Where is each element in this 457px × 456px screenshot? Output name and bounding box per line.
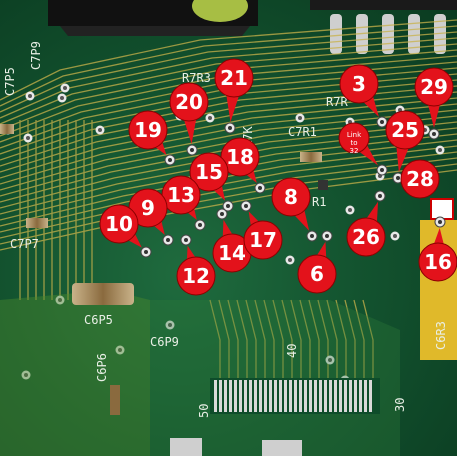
pin-marker-label: 32 — [350, 147, 359, 155]
pin-marker-19: 19 — [128, 110, 176, 166]
silk-r7r3: R7R3 — [182, 71, 211, 85]
pin-marker-label: 9 — [141, 196, 155, 220]
silk-r1: R1 — [312, 195, 326, 209]
pad-16 — [430, 198, 454, 220]
capacitor-c6p5 — [72, 283, 134, 305]
pin-marker-label: 14 — [218, 241, 246, 265]
pin-marker-label: 15 — [195, 160, 223, 184]
via — [60, 83, 70, 93]
silk-c6r3: C6R3 — [434, 321, 448, 350]
via — [25, 91, 35, 101]
pin-marker-label: 16 — [424, 250, 452, 274]
silk-c6p6: C6P6 — [95, 353, 109, 382]
silk-c7p7: C7P7 — [10, 237, 39, 251]
pin-marker-label: 29 — [420, 75, 448, 99]
silk-n50: 50 — [197, 404, 211, 418]
pin-marker-label: to — [350, 139, 357, 147]
pin-marker-3: 3 — [339, 64, 388, 128]
pin-marker-label: 21 — [220, 66, 248, 90]
pin-marker-9: 9 — [128, 188, 174, 246]
pin-marker-label: 6 — [310, 262, 324, 286]
pin-marker-label: Link — [347, 131, 362, 139]
pin-marker-12: 12 — [176, 234, 216, 296]
pin-marker-10: 10 — [99, 204, 152, 258]
via — [345, 205, 355, 215]
silk-n30: 30 — [393, 398, 407, 412]
pin-marker-label: 8 — [284, 185, 298, 209]
pin-marker-label: 17 — [249, 228, 277, 252]
pin-marker-label: 10 — [105, 212, 133, 236]
via — [295, 113, 305, 123]
pin-marker-label: 28 — [406, 167, 434, 191]
pin-marker-20: 20 — [169, 82, 209, 156]
pin-marker-18: 18 — [220, 137, 266, 194]
pin-marker-26: 26 — [346, 190, 386, 257]
via — [390, 231, 400, 241]
resistor-c7p7 — [26, 218, 48, 228]
pcb-vias — [3, 83, 445, 385]
silk-c7p9: C7P9 — [29, 41, 43, 70]
via — [325, 355, 335, 365]
pin-marker-label: 13 — [167, 183, 195, 207]
pin-marker-label: 20 — [175, 90, 203, 114]
via — [95, 125, 105, 135]
via — [55, 295, 65, 305]
via — [57, 93, 67, 103]
pin-marker-label: 26 — [352, 225, 380, 249]
pin-marker-28: 28 — [400, 159, 440, 199]
via — [165, 320, 175, 330]
pin-marker-8: 8 — [271, 177, 318, 242]
resistor-c7r1 — [300, 152, 322, 162]
pin-marker-6: 6 — [297, 230, 337, 294]
via — [285, 255, 295, 265]
pin-marker-14: 14 — [212, 208, 252, 273]
pin-marker-21: 21 — [214, 58, 254, 134]
pin-markers: 212019181513910121417863Linkto3225292826… — [99, 58, 457, 296]
pin-marker-15: 15 — [189, 152, 234, 212]
pin-marker-label: 19 — [134, 118, 162, 142]
silk-c6p5: C6P5 — [84, 313, 113, 327]
pin-marker-25: 25 — [385, 110, 425, 184]
pin-marker-29: 29 — [414, 67, 454, 140]
pin-marker-label: 3 — [352, 72, 366, 96]
via — [435, 145, 445, 155]
silk-r7r: R7R — [326, 95, 348, 109]
silk-c6p9: C6P9 — [150, 335, 179, 349]
ic-footprint — [170, 378, 380, 456]
pin-marker-16: 16 — [418, 216, 457, 282]
pin-marker-label: 12 — [182, 264, 210, 288]
silk-c7p5: C7P5 — [3, 67, 17, 96]
pin-marker-13: 13 — [161, 175, 206, 231]
pin-marker-17: 17 — [240, 200, 283, 260]
silk-n40: 40 — [285, 344, 299, 358]
via — [21, 370, 31, 380]
via — [23, 133, 33, 143]
via — [115, 345, 125, 355]
silk-c7r1: C7R1 — [288, 125, 317, 139]
pin-marker-label: 25 — [391, 118, 419, 142]
pin-marker-label: 18 — [226, 145, 254, 169]
via — [205, 113, 215, 123]
